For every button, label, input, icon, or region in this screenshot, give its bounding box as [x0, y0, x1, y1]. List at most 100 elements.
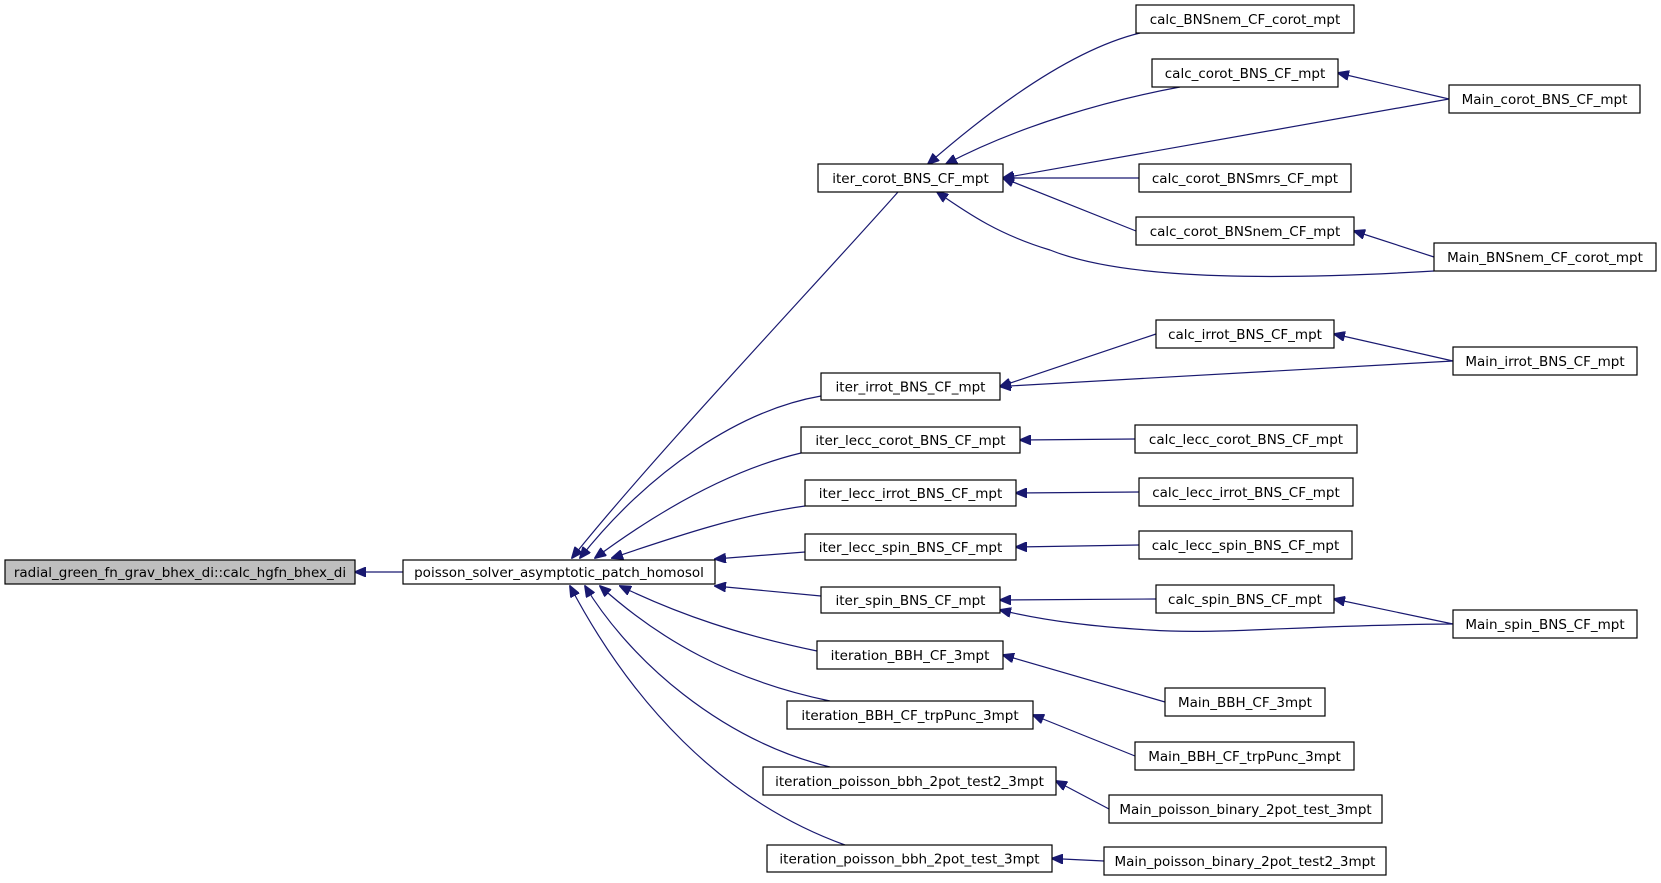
edge-main_bbh-to-iteration_bbh — [1003, 655, 1166, 703]
edge-iteration_bbh-to-pos — [620, 586, 818, 652]
edge-calc_lecc_corot-to-iter_lecc_corot — [1020, 439, 1136, 440]
edges-layer — [355, 32, 1454, 862]
node-label: Main_corot_BNS_CF_mpt — [1462, 92, 1628, 108]
edge-iteration_pois_test-to-pos — [570, 586, 846, 846]
node-box — [402, 559, 716, 585]
edge-main_bbh_trp-to-iteration_bbh_trp — [1033, 715, 1136, 757]
node-main-bbh-trp[interactable]: Main_BBH_CF_trpPunc_3mpt — [1134, 741, 1355, 771]
node-label: calc_irrot_BNS_CF_mpt — [1168, 327, 1322, 343]
node-label: calc_corot_BNSmrs_CF_mpt — [1152, 171, 1338, 187]
edge-iter_lecc_irrot-to-pos — [612, 505, 806, 558]
node-box — [1151, 58, 1339, 88]
node-label: Main_BNSnem_CF_corot_mpt — [1447, 250, 1643, 266]
node-box — [766, 844, 1053, 873]
edge-iter_irrot-to-pos — [580, 395, 822, 558]
node-box — [762, 766, 1057, 796]
node-iter-irrot[interactable]: iter_irrot_BNS_CF_mpt — [820, 372, 1001, 401]
node-box — [1135, 4, 1355, 34]
edge-main_spin-to-iter_spin — [1000, 610, 1454, 632]
node-calc-corot-mrs[interactable]: calc_corot_BNSmrs_CF_mpt — [1138, 163, 1352, 193]
node-iter-spin[interactable]: iter_spin_BNS_CF_mpt — [820, 586, 1001, 614]
node-calc-spin[interactable]: calc_spin_BNS_CF_mpt — [1155, 584, 1335, 614]
node-box — [1452, 346, 1638, 376]
node-pos[interactable]: poisson_solver_asymptotic_patch_homosol — [402, 559, 716, 585]
node-label: iter_lecc_irrot_BNS_CF_mpt — [819, 486, 1003, 502]
edge-main_irrot-to-iter_irrot — [1000, 360, 1454, 387]
node-box — [1155, 319, 1335, 349]
node-root[interactable]: radial_green_fn_grav_bhex_di::calc_hgfn_… — [4, 559, 356, 585]
edge-iter_corot-to-pos — [572, 191, 899, 558]
node-main-spin[interactable]: Main_spin_BNS_CF_mpt — [1452, 609, 1638, 639]
edge-iter_lecc_corot-to-pos — [595, 452, 802, 558]
node-iteration-pois-test[interactable]: iteration_poisson_bbh_2pot_test_3mpt — [766, 844, 1053, 873]
node-box — [804, 479, 1017, 507]
node-box — [1448, 84, 1641, 114]
node-label: iter_lecc_spin_BNS_CF_mpt — [819, 540, 1003, 556]
node-label: calc_spin_BNS_CF_mpt — [1168, 592, 1322, 608]
node-label: iteration_BBH_CF_3mpt — [831, 648, 990, 664]
node-iter-lecc-spin[interactable]: iter_lecc_spin_BNS_CF_mpt — [804, 533, 1017, 561]
edge-calc_irrot-to-iter_irrot — [1000, 333, 1157, 387]
node-iteration-bbh[interactable]: iteration_BBH_CF_3mpt — [816, 640, 1004, 670]
node-calc-corot[interactable]: calc_corot_BNS_CF_mpt — [1151, 58, 1339, 88]
edge-main_pois_test-to-iteration_pois_test2 — [1056, 781, 1110, 810]
node-label: calc_lecc_corot_BNS_CF_mpt — [1149, 432, 1343, 448]
node-label: Main_poisson_binary_2pot_test2_3mpt — [1115, 854, 1376, 870]
node-main-corot[interactable]: Main_corot_BNS_CF_mpt — [1448, 84, 1641, 114]
edge-calc_corot_nem-to-iter_corot — [1003, 178, 1137, 232]
node-box — [1108, 794, 1383, 824]
node-calc-lecc-spin[interactable]: calc_lecc_spin_BNS_CF_mpt — [1138, 530, 1353, 560]
node-iter-lecc-irrot[interactable]: iter_lecc_irrot_BNS_CF_mpt — [804, 479, 1017, 507]
node-calc-lecc-irrot[interactable]: calc_lecc_irrot_BNS_CF_mpt — [1138, 477, 1354, 507]
node-label: calc_BNSnem_CF_corot_mpt — [1150, 12, 1341, 28]
node-box — [4, 559, 356, 585]
node-iteration-pois-test2[interactable]: iteration_poisson_bbh_2pot_test2_3mpt — [762, 766, 1057, 796]
node-box — [1134, 741, 1355, 771]
node-calc-lecc-corot[interactable]: calc_lecc_corot_BNS_CF_mpt — [1134, 424, 1358, 454]
node-main-pois-test[interactable]: Main_poisson_binary_2pot_test_3mpt — [1108, 794, 1383, 824]
node-box — [804, 533, 1017, 561]
edge-calc_lecc_spin-to-iter_lecc_spin — [1016, 545, 1140, 547]
edge-calc_corot-to-iter_corot — [946, 86, 1181, 164]
node-box — [820, 372, 1001, 401]
node-box — [1103, 846, 1387, 876]
edge-iteration_bbh_trp-to-pos — [600, 586, 831, 702]
node-box — [1138, 163, 1352, 193]
edge-calc_spin-to-iter_spin — [1000, 599, 1157, 600]
edge-main_bnsnem-to-calc_corot_nem — [1354, 231, 1435, 258]
node-box — [786, 700, 1034, 730]
node-iteration-bbh-trp[interactable]: iteration_BBH_CF_trpPunc_3mpt — [786, 700, 1034, 730]
node-label: calc_lecc_spin_BNS_CF_mpt — [1152, 538, 1340, 554]
edge-calc_lecc_irrot-to-iter_lecc_irrot — [1016, 492, 1140, 493]
node-box — [800, 426, 1021, 454]
node-label: iteration_poisson_bbh_2pot_test_3mpt — [779, 852, 1039, 868]
edge-main_corot-to-iter_corot — [1003, 98, 1450, 178]
node-box — [1135, 216, 1355, 246]
node-label: poisson_solver_asymptotic_patch_homosol — [414, 565, 704, 581]
node-label: radial_green_fn_grav_bhex_di::calc_hgfn_… — [14, 565, 346, 581]
node-label: iter_spin_BNS_CF_mpt — [836, 593, 986, 609]
node-box — [1134, 424, 1358, 454]
node-calc-bnsnem-corot[interactable]: calc_BNSnem_CF_corot_mpt — [1135, 4, 1355, 34]
node-label: iteration_poisson_bbh_2pot_test2_3mpt — [775, 774, 1044, 790]
node-main-bnsnem[interactable]: Main_BNSnem_CF_corot_mpt — [1433, 242, 1657, 272]
edge-main_pois_test2-to-iteration_pois_test — [1052, 859, 1105, 862]
node-label: iter_irrot_BNS_CF_mpt — [836, 380, 986, 396]
node-main-irrot[interactable]: Main_irrot_BNS_CF_mpt — [1452, 346, 1638, 376]
edge-iteration_pois_test2-to-pos — [585, 586, 831, 768]
node-label: iteration_BBH_CF_trpPunc_3mpt — [801, 708, 1018, 724]
edge-main_bnsnem-to-iter_corot — [937, 192, 1435, 278]
node-box — [1138, 530, 1353, 560]
node-main-pois-test2[interactable]: Main_poisson_binary_2pot_test2_3mpt — [1103, 846, 1387, 876]
node-label: iter_corot_BNS_CF_mpt — [832, 171, 989, 187]
edge-calc_bnsnem_corot-to-iter_corot — [928, 32, 1141, 164]
node-main-bbh[interactable]: Main_BBH_CF_3mpt — [1164, 687, 1326, 717]
node-label: calc_lecc_irrot_BNS_CF_mpt — [1152, 485, 1340, 501]
nodes-layer: radial_green_fn_grav_bhex_di::calc_hgfn_… — [4, 4, 1657, 876]
node-iter-lecc-corot[interactable]: iter_lecc_corot_BNS_CF_mpt — [800, 426, 1021, 454]
node-box — [1433, 242, 1657, 272]
node-iter-corot[interactable]: iter_corot_BNS_CF_mpt — [817, 163, 1004, 193]
node-calc-irrot[interactable]: calc_irrot_BNS_CF_mpt — [1155, 319, 1335, 349]
node-calc-corot-nem[interactable]: calc_corot_BNSnem_CF_mpt — [1135, 216, 1355, 246]
